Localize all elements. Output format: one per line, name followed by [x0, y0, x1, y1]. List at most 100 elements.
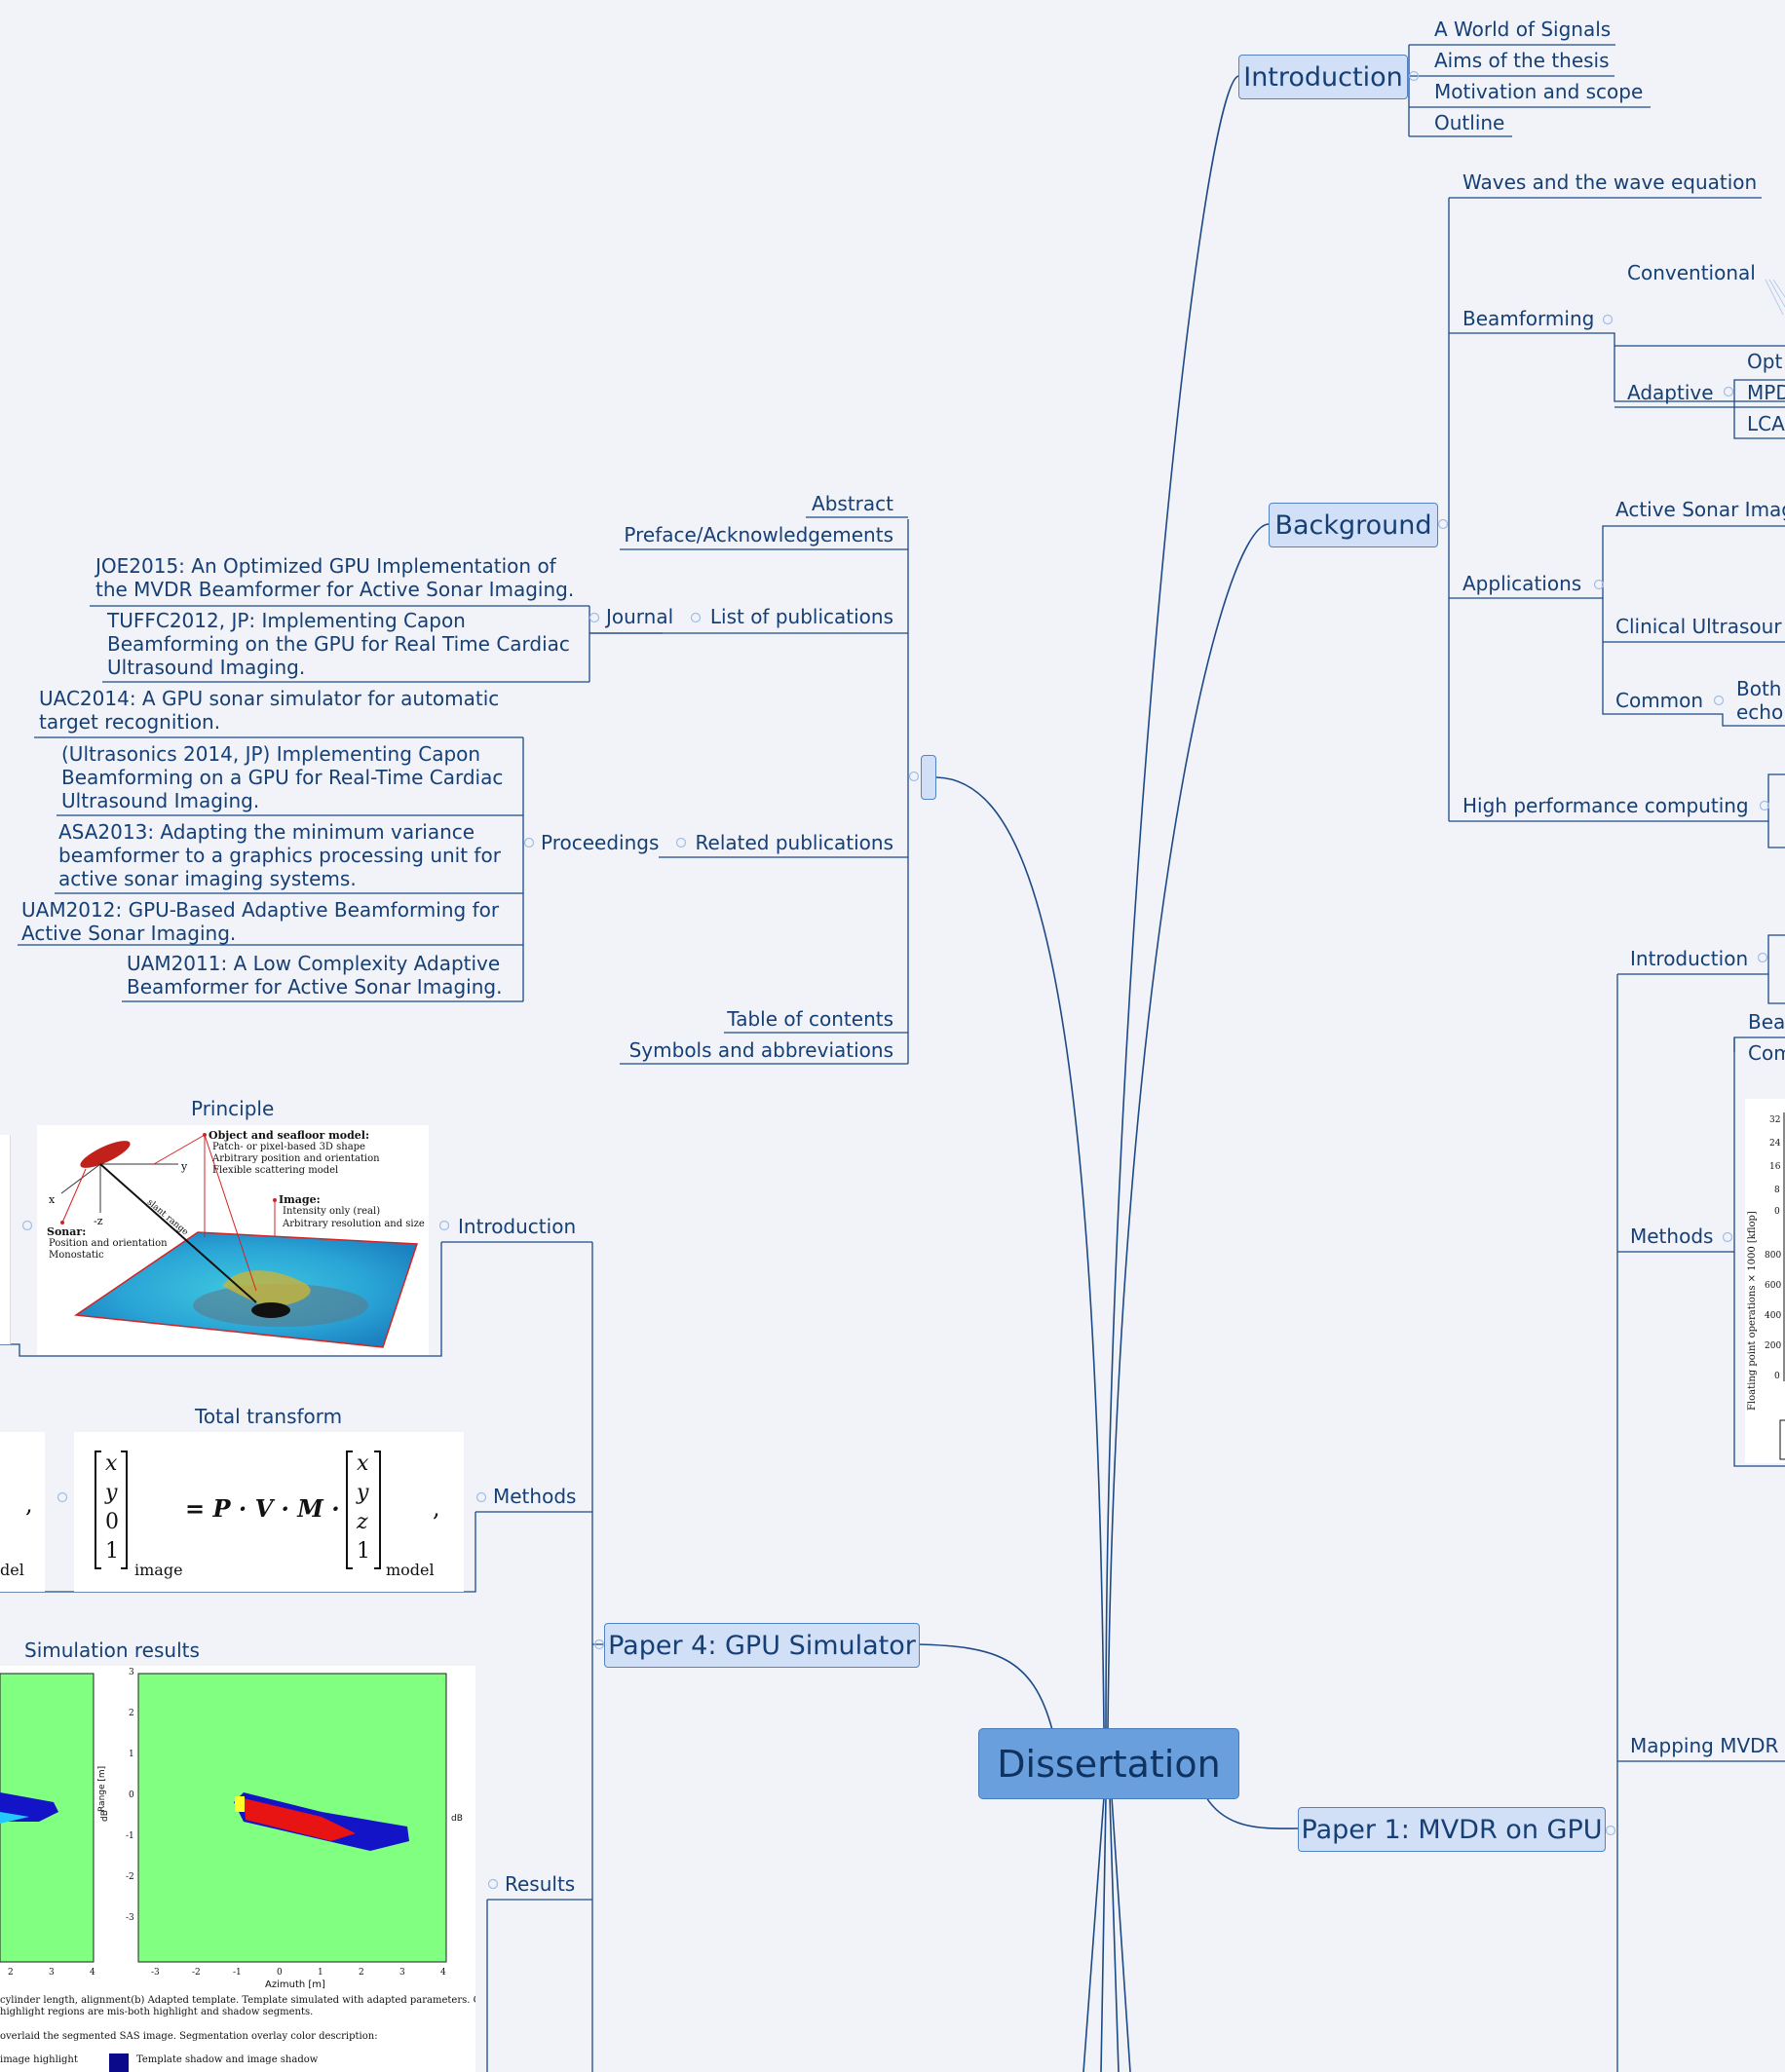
y-tick-0: 0 — [129, 1790, 134, 1800]
left-fragment-sub: del — [0, 1561, 24, 1579]
axis-label-x: x — [49, 1193, 56, 1206]
front-matter-node[interactable] — [921, 755, 936, 800]
object-item-3: Flexible scattering model — [212, 1165, 339, 1176]
paper4-introduction-node[interactable]: Introduction — [458, 1215, 577, 1238]
active-sonar-node[interactable]: Active Sonar Imag — [1615, 498, 1785, 521]
tick-32: 32 — [1769, 1115, 1781, 1125]
proceedings-node[interactable]: Proceedings — [541, 831, 660, 854]
conventional-node[interactable]: Conventional — [1627, 261, 1756, 284]
tick-24: 24 — [1769, 1139, 1781, 1149]
proceedings-item-ultrasonics2014[interactable]: (Ultrasonics 2014, JP) Implementing Capo… — [61, 742, 504, 812]
equation-left-fragment: , del — [0, 1432, 45, 1592]
applications-node[interactable]: Applications — [1462, 572, 1582, 595]
left-x-tick-2: 2 — [8, 1968, 14, 1978]
paper1-methods-node[interactable]: Methods — [1630, 1224, 1714, 1248]
equation-comma: , — [433, 1494, 440, 1522]
introduction-node[interactable]: Introduction — [1238, 55, 1408, 99]
figure-caption-2: highlight regions are mis-both highlight… — [0, 2007, 314, 2017]
paper1-introduction-node[interactable]: Introduction — [1630, 947, 1749, 970]
x-tick-3: 3 — [399, 1968, 405, 1978]
y-tick-m3: -3 — [126, 1913, 134, 1923]
x-tick-0: 0 — [277, 1968, 283, 1978]
figure-caption-1: cylinder length, alignment(b) Adapted te… — [0, 1995, 475, 2006]
beamforming-node[interactable]: Beamforming — [1462, 307, 1595, 330]
adaptive-node[interactable]: Adaptive — [1627, 381, 1714, 404]
tick-0-bottom: 0 — [1774, 1372, 1780, 1381]
rhs-z: z — [357, 1510, 368, 1534]
tick-400: 400 — [1765, 1311, 1782, 1321]
paper4-results-node[interactable]: Results — [505, 1872, 576, 1896]
x-tick-m3: -3 — [151, 1968, 160, 1978]
proceedings-item-uac2014[interactable]: UAC2014: A GPU sonar simulator for autom… — [39, 687, 500, 734]
image-title: Image: — [279, 1193, 321, 1206]
tick-800: 800 — [1765, 1251, 1782, 1261]
sonar-item-2: Monostatic — [49, 1250, 104, 1261]
clinical-node[interactable]: Clinical Ultrasour — [1615, 615, 1782, 638]
axis-label-y: y — [181, 1160, 188, 1173]
common-node[interactable]: Common — [1615, 689, 1704, 712]
paper1-stub-bea[interactable]: Bea — [1748, 1010, 1785, 1034]
rhs-sub: model — [386, 1561, 435, 1579]
y-tick-m1: -1 — [126, 1831, 134, 1841]
image-item-1: Intensity only (real) — [283, 1206, 381, 1217]
journal-node[interactable]: Journal — [606, 605, 674, 628]
x-axis-label: Azimuth [m] — [265, 1979, 325, 1990]
x-tick-m1: -1 — [233, 1968, 242, 1978]
abstract-node[interactable]: Abstract — [812, 492, 893, 515]
tick-8: 8 — [1774, 1186, 1780, 1195]
sonar-item-1: Position and orientation — [49, 1238, 168, 1249]
proceedings-item-asa2013[interactable]: ASA2013: Adapting the minimum variance b… — [58, 820, 501, 890]
conventional-thumbnail-icon — [1764, 278, 1785, 317]
paper1-mapping-node[interactable]: Mapping MVDR — [1630, 1734, 1779, 1757]
db-label-right: dB — [451, 1814, 463, 1824]
related-publications-node[interactable]: Related publications — [695, 831, 893, 854]
sonar-title: Sonar: — [47, 1225, 87, 1238]
common-item[interactable]: Both echo — [1736, 677, 1784, 724]
symbols-node[interactable]: Symbols and abbreviations — [628, 1038, 893, 1062]
legend-image-highlight: image highlight — [0, 2054, 78, 2065]
intro-item-aims[interactable]: Aims of the thesis — [1434, 49, 1610, 72]
toc-node[interactable]: Table of contents — [727, 1007, 893, 1031]
intro-item-world-of-signals[interactable]: A World of Signals — [1434, 18, 1612, 41]
preface-node[interactable]: Preface/Acknowledgements — [624, 523, 893, 546]
paper4-methods-node[interactable]: Methods — [493, 1485, 577, 1508]
background-node[interactable]: Background — [1269, 503, 1438, 547]
paper1-stub-com[interactable]: Com — [1748, 1041, 1785, 1065]
tick-16: 16 — [1769, 1162, 1781, 1172]
left-x-tick-3: 3 — [49, 1968, 55, 1978]
paper1-node[interactable]: Paper 1: MVDR on GPU — [1298, 1807, 1606, 1852]
axis-label-z: -z — [94, 1215, 103, 1227]
proceedings-item-uam2011[interactable]: UAM2011: A Low Complexity Adaptive Beamf… — [127, 952, 503, 998]
journal-item-tuffc2012[interactable]: TUFFC2012, JP: Implementing Capon Beamfo… — [107, 609, 570, 679]
intro-item-motivation[interactable]: Motivation and scope — [1434, 80, 1644, 103]
y-tick-m2: -2 — [126, 1872, 134, 1882]
adaptive-item-opt[interactable]: Opt — [1747, 350, 1783, 373]
principle-caption: Principle — [191, 1097, 275, 1120]
object-title: Object and seafloor model: — [209, 1129, 370, 1142]
x-tick-m2: -2 — [192, 1968, 201, 1978]
principle-figure: y x -z slant range Object and seafloor m… — [37, 1125, 429, 1355]
hpc-node[interactable]: High performance computing — [1462, 794, 1749, 817]
adaptive-item-mpd[interactable]: MPD — [1747, 381, 1785, 404]
transform-equation: x y 0 1 image = P · V · M · x y z 1 mode… — [74, 1432, 464, 1592]
y-tick-1: 1 — [129, 1750, 134, 1759]
paper4-node[interactable]: Paper 4: GPU Simulator — [604, 1623, 920, 1668]
x-tick-4: 4 — [440, 1968, 446, 1978]
total-transform-caption: Total transform — [195, 1405, 343, 1428]
waves-node[interactable]: Waves and the wave equation — [1462, 170, 1758, 194]
dissertation-node[interactable]: Dissertation — [978, 1728, 1239, 1799]
db-label-left: dB — [100, 1810, 110, 1822]
journal-item-joe2015[interactable]: JOE2015: An Optimized GPU Implementation… — [95, 554, 575, 601]
left-fragment-comma: , — [25, 1490, 33, 1518]
flops-plot-fragment: Floating point operations × 1000 [kflop]… — [1745, 1099, 1785, 1463]
lhs-0: 0 — [105, 1510, 119, 1534]
adaptive-item-lca[interactable]: LCA — [1747, 412, 1785, 435]
image-item-2: Arbitrary resolution and size — [283, 1219, 425, 1229]
proceedings-item-uam2012[interactable]: UAM2012: GPU-Based Adaptive Beamforming … — [21, 898, 500, 945]
operator: = P · V · M · — [185, 1494, 340, 1523]
y-tick-3: 3 — [129, 1668, 134, 1677]
lhs-y: y — [105, 1481, 118, 1505]
list-of-publications-node[interactable]: List of publications — [709, 605, 893, 628]
object-item-2: Arbitrary position and orientation — [212, 1153, 380, 1164]
intro-item-outline[interactable]: Outline — [1434, 111, 1505, 134]
